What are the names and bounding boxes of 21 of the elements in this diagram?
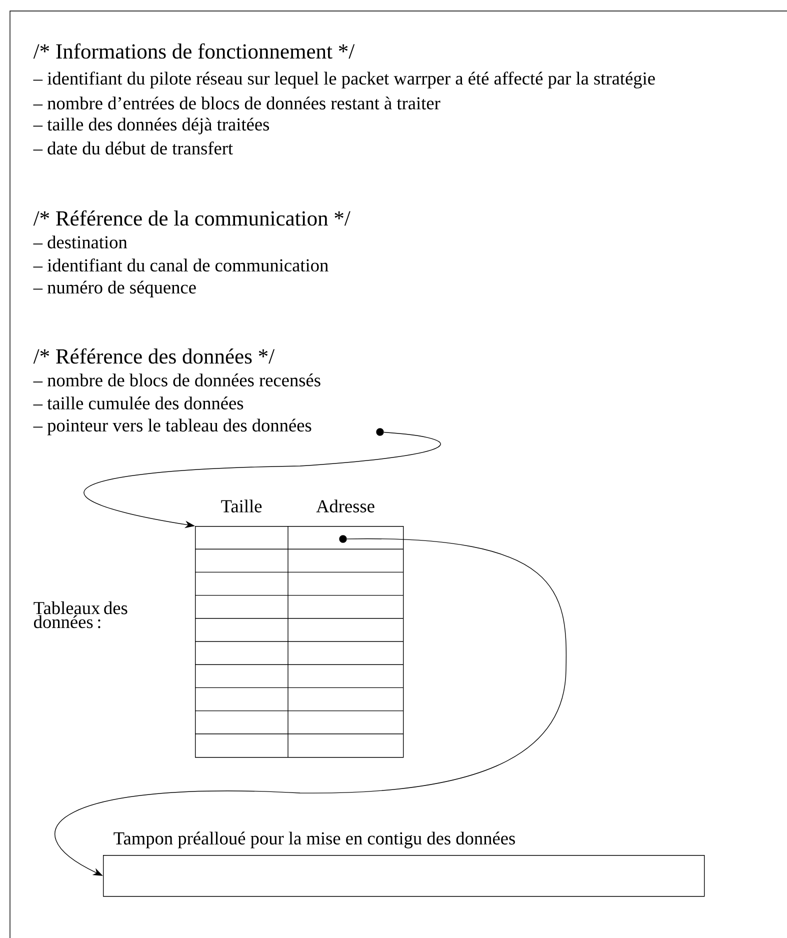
list-item: – taille des données déjà traitées <box>33 118 270 134</box>
table-caption: Tableaux des données : <box>34 601 128 628</box>
list-item: – destination <box>33 236 128 248</box>
list-item: – taille cumulée des données <box>33 396 244 410</box>
list-item: – nombre de blocs de données recensés <box>33 374 320 386</box>
section-heading: /* Référence de la communication */ <box>33 210 350 226</box>
buffer-box: Tampon préalloué pour la mise en contigu des données <box>103 832 705 897</box>
list-item: – identifiant du pilote réseau sur lequel le packet warrper a été affecté par la stratégie <box>33 72 655 88</box>
list-item: – pointeur vers le tableau des données <box>33 418 312 436</box>
list-item: – numéro de séquence <box>33 280 196 298</box>
column-header: Adresse <box>316 500 374 512</box>
pointer-dot <box>376 428 384 436</box>
node-label: Tampon préalloué pour la mise en contigu des données <box>114 832 515 848</box>
section-heading: /* Référence des données */ <box>33 348 275 364</box>
list-item: – nombre d’entrées de blocs de données restant à traiter <box>33 96 440 110</box>
pointer-dot <box>339 535 347 543</box>
list-item: – date du début de transfert <box>33 141 233 155</box>
column-header: Taille <box>221 500 262 512</box>
arrow <box>55 538 567 876</box>
list-item: – identifiant du canal de communication <box>33 258 328 272</box>
section-heading: /* Informations de fonctionnement */ <box>33 43 355 59</box>
